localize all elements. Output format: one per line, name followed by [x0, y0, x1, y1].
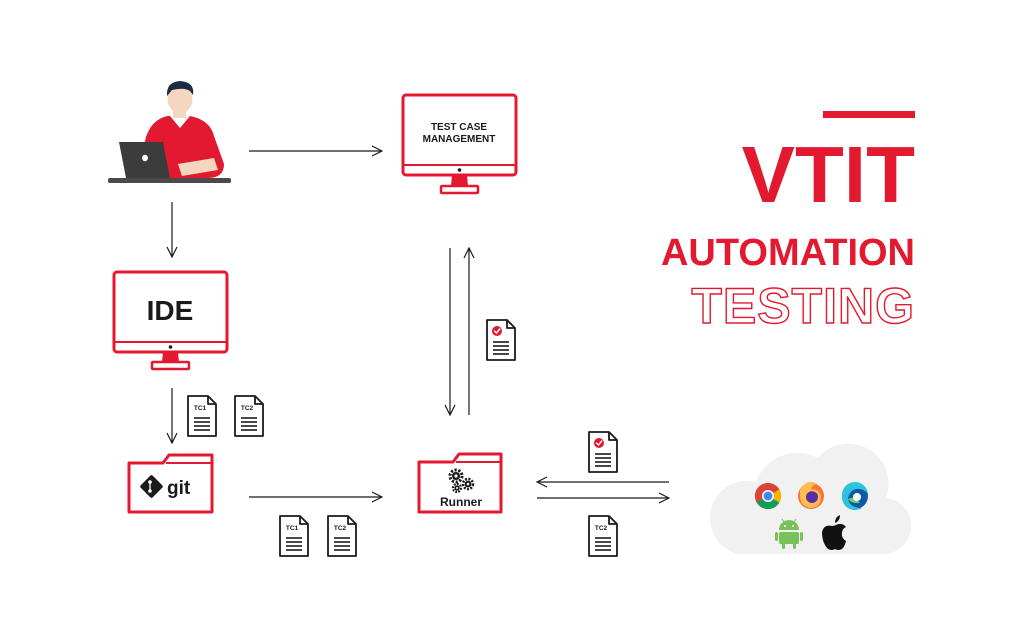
test-case-management-monitor [401, 93, 518, 195]
brand-line1: AUTOMATION [660, 232, 915, 274]
doc-tc1-label: TC1 [194, 405, 207, 412]
ide-monitor [112, 270, 229, 371]
brand-accent-bar [823, 111, 915, 118]
document-tc1-icon: TC1 [187, 395, 217, 437]
document-result-icon [588, 431, 618, 473]
doc-tc2-label: TC2 [334, 525, 347, 532]
ide-label: IDE [147, 295, 194, 326]
document-tc1-icon: TC1 [279, 515, 309, 557]
document-result-icon [486, 319, 516, 361]
doc-tc2-label: TC2 [241, 405, 254, 412]
git-label: git [167, 478, 191, 499]
developer-laptop-icon [108, 81, 231, 183]
brand-name: VTIT [741, 130, 915, 219]
document-tc2-icon: TC2 [588, 515, 618, 557]
doc-tc1-label: TC1 [286, 525, 299, 532]
firefox-icon [798, 482, 824, 509]
git-logo-icon [140, 475, 163, 498]
android-icon [775, 518, 803, 549]
runner-label: Runner [440, 495, 482, 509]
gears-icon [448, 468, 475, 494]
chrome-icon [754, 482, 782, 510]
edge-icon [841, 481, 868, 511]
git-folder-icon [127, 453, 214, 514]
tcm-label-line2: MANAGEMENT [423, 134, 496, 145]
doc-tc2-label: TC2 [595, 525, 608, 532]
runner-folder-icon [417, 452, 503, 514]
document-tc2-icon: TC2 [234, 395, 264, 437]
apple-icon [822, 515, 846, 550]
tcm-label-line1: TEST CASE [431, 122, 487, 133]
brand-line2: TESTING [691, 278, 915, 334]
document-tc2-icon: TC2 [327, 515, 357, 557]
